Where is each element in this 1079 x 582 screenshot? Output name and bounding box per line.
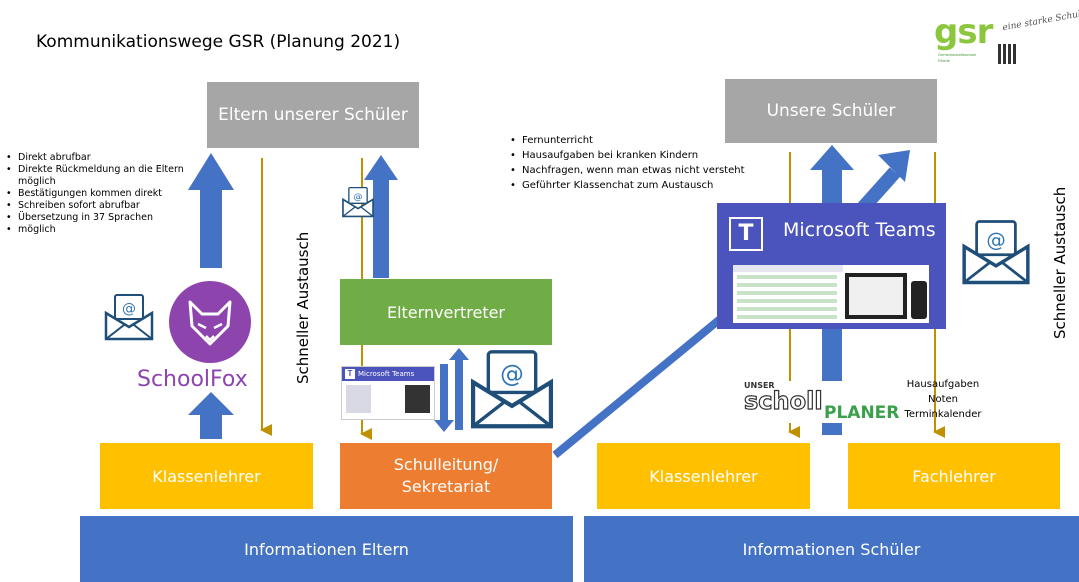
right-bullet-item: Fernunterricht — [508, 133, 808, 148]
box-eltern: Eltern unserer Schüler — [207, 82, 419, 148]
schoolfox-label: SchoolFox — [137, 367, 248, 392]
vertical-label-right: Schneller Austausch — [1051, 186, 1069, 339]
planer-feature: Noten — [927, 394, 958, 405]
box-schulleitung: Schulleitung/ Sekretariat — [340, 443, 552, 509]
page-title: Kommunikationswege GSR (Planung 2021) — [36, 32, 401, 52]
right-bullet-item: Nachfragen, wenn man etwas nicht versteh… — [508, 163, 808, 178]
right-bullet-list: Fernunterricht Hausaufgaben bei kranken … — [508, 133, 808, 193]
schulleitung-elternvertreter-arrows — [434, 348, 469, 432]
gsr-logo-mark: gsr — [934, 12, 993, 52]
box-elternvertreter: Elternvertreter — [340, 279, 552, 345]
svg-text:@: @ — [353, 192, 362, 202]
right-bullet-item: Hausaufgaben bei kranken Kindern — [508, 148, 808, 163]
left-bullet-item: Bestätigungen kommen direkt — [4, 188, 204, 200]
teams-logo-icon: T — [729, 217, 763, 251]
planer-features: Hausaufgaben Noten Terminkalender — [898, 377, 988, 422]
right-bullet-item: Geführter Klassenchat zum Austausch — [508, 178, 808, 193]
schulleitung-line2: Sekretariat — [401, 477, 491, 496]
schulplaner-word1: UNSER — [744, 381, 775, 390]
gsr-logo-subtitle-1: Gemeinschaftsschule — [938, 52, 977, 57]
box-info-eltern: Informationen Eltern — [80, 516, 573, 582]
mail-icon: @ — [104, 294, 154, 341]
gsr-logo: gsr eine starke Schule Gemeinschaftsschu… — [930, 9, 1079, 68]
teams-label: Microsoft Teams — [783, 219, 936, 241]
planer-feature: Hausaufgaben — [906, 379, 980, 390]
fox-icon — [169, 281, 251, 363]
teams-thumbnail-screen — [346, 385, 430, 413]
left-bullet-item: möglich — [4, 224, 204, 236]
teams-thumbnail: T Microsoft Teams — [341, 366, 435, 420]
teams-screen-preview — [733, 265, 929, 323]
box-info-schueler: Informationen Schüler — [584, 516, 1079, 582]
box-klassenlehrer-left: Klassenlehrer — [100, 443, 313, 509]
schulplaner-word3: PLANER — [824, 403, 900, 423]
vertical-label-left: Schneller Austausch — [294, 231, 312, 384]
teams-icon: T — [345, 369, 355, 379]
teams-panel: T Microsoft Teams — [717, 203, 946, 329]
teams-small-label: Microsoft Teams — [358, 370, 415, 378]
mail-icon: @ — [342, 186, 374, 218]
gsr-logo-subtitle-2: Rhede — [938, 58, 950, 63]
left-bullet-item: Übersetzung in 37 Sprachen — [4, 212, 204, 224]
elternvertreter-to-eltern-arrow — [364, 155, 398, 278]
left-bullet-list: Direkt abrufbar Direkte Rückmeldung an d… — [4, 152, 204, 236]
mail-icon: @ — [962, 220, 1030, 285]
planer-feature: Terminkalender — [904, 409, 982, 420]
schulplaner-logo: UNSER scholl PLANER — [740, 381, 899, 423]
left-bullet-item: Direkt abrufbar — [4, 152, 204, 164]
svg-text:@: @ — [122, 301, 136, 317]
schulleitung-line1: Schulleitung/ — [393, 455, 499, 474]
svg-text:@: @ — [986, 228, 1005, 251]
mail-icon: @ — [470, 350, 554, 429]
schulplaner-word2: scholl — [743, 386, 823, 415]
box-fachlehrer: Fachlehrer — [848, 443, 1060, 509]
left-bullet-item: Direkte Rückmeldung an die Eltern möglic… — [4, 164, 204, 188]
klassenlehrer-to-schoolfox-arrow — [188, 392, 234, 439]
qr-code-icon — [998, 44, 1018, 64]
box-klassenlehrer-right: Klassenlehrer — [597, 443, 810, 509]
svg-text:@: @ — [500, 360, 524, 388]
left-bullet-item: Schreiben sofort abrufbar — [4, 200, 204, 212]
